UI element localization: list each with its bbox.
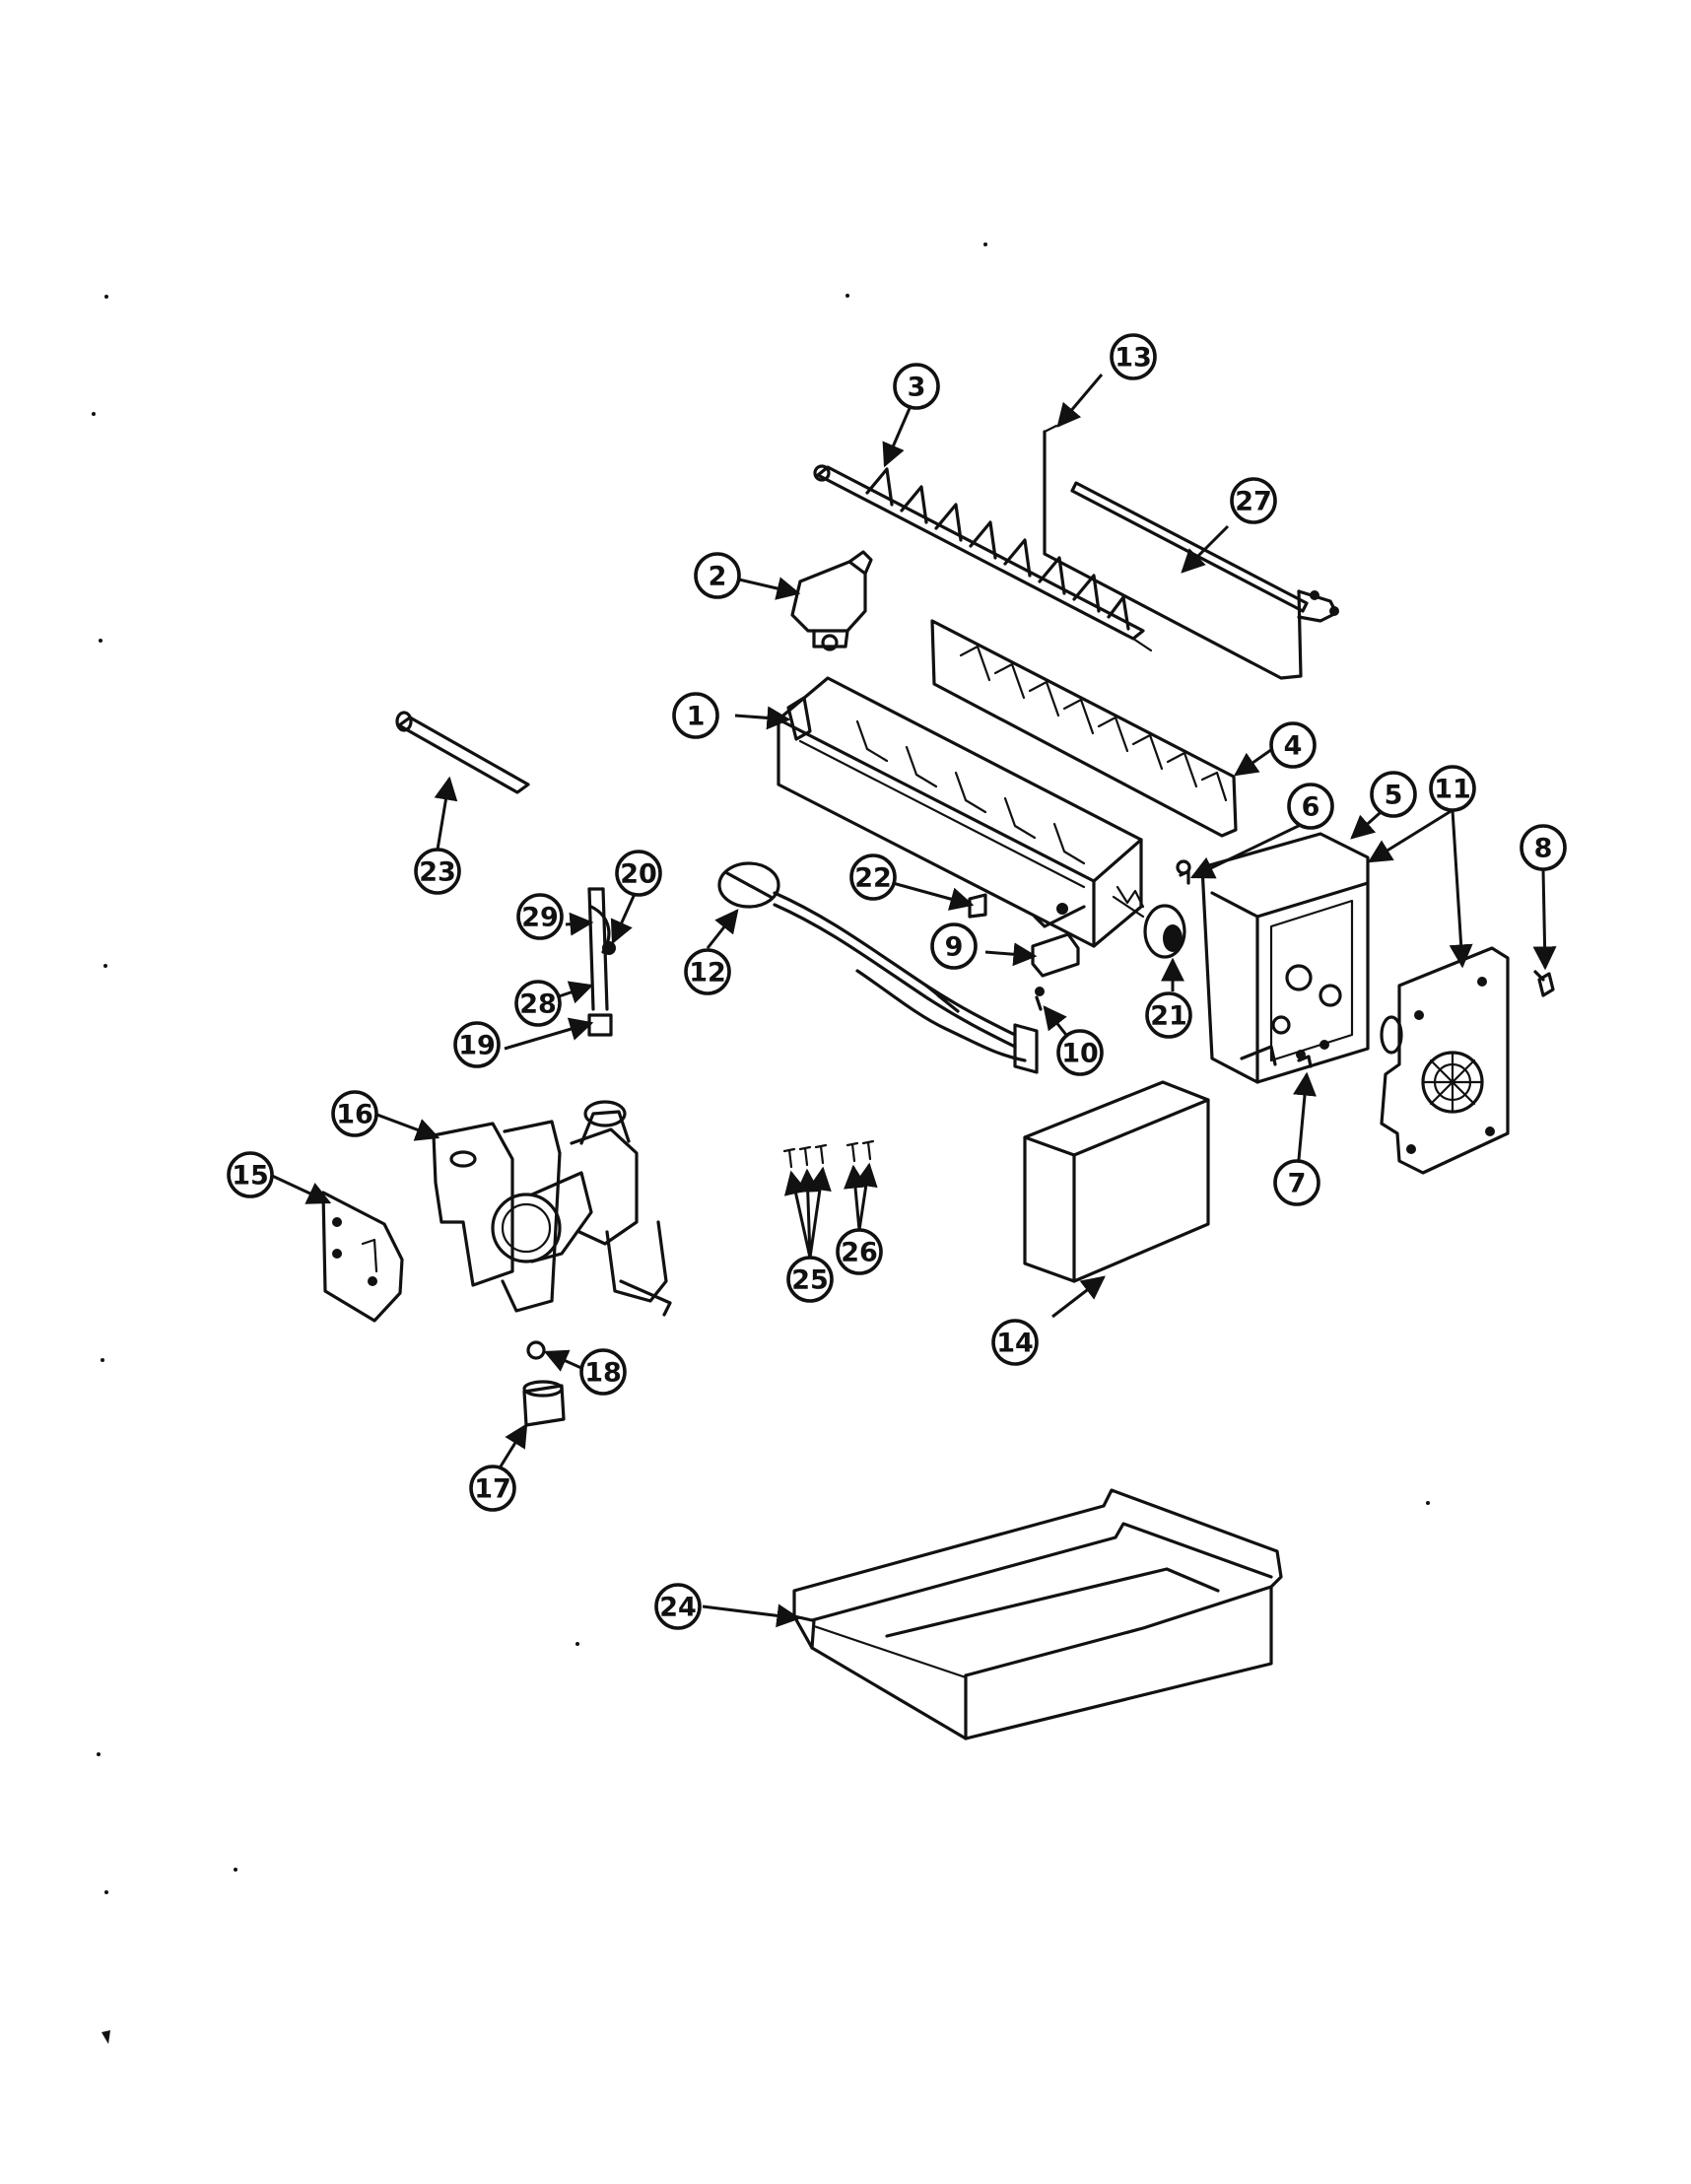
svg-text:3: 3 <box>908 373 926 403</box>
callout-26: 26 <box>836 1228 883 1275</box>
svg-text:24: 24 <box>659 1593 697 1623</box>
wiring-harness <box>717 861 1039 1074</box>
svg-text:10: 10 <box>1061 1039 1099 1069</box>
ice-mold <box>777 676 1143 948</box>
svg-text:15: 15 <box>232 1161 269 1192</box>
water-valve <box>432 1100 672 1317</box>
callout-9: 9 <box>930 922 978 970</box>
drive-gear <box>1112 885 1186 959</box>
callout-8: 8 <box>1520 824 1567 871</box>
control-housing <box>1200 832 1370 1084</box>
svg-text:22: 22 <box>854 863 892 894</box>
callout-27: 27 <box>1230 477 1277 524</box>
svg-text:4: 4 <box>1284 731 1303 762</box>
svg-text:23: 23 <box>419 857 456 888</box>
svg-text:14: 14 <box>996 1329 1034 1359</box>
callout-6: 6 <box>1287 783 1334 830</box>
callout-4: 4 <box>1269 721 1317 769</box>
svg-text:12: 12 <box>689 958 726 989</box>
callout-20: 20 <box>615 850 662 897</box>
callout-11: 11 <box>1429 765 1476 812</box>
svg-text:6: 6 <box>1302 792 1320 823</box>
svg-text:9: 9 <box>945 932 964 963</box>
callout-22: 22 <box>849 853 897 901</box>
callout-15: 15 <box>227 1151 274 1198</box>
svg-text:27: 27 <box>1235 487 1272 517</box>
callout-25: 25 <box>786 1256 834 1303</box>
svg-text:29: 29 <box>521 903 559 933</box>
front-cover <box>1023 1080 1210 1283</box>
svg-text:26: 26 <box>841 1238 878 1268</box>
valve-bracket <box>321 1191 404 1323</box>
screws <box>1296 970 1555 1068</box>
callout-29: 29 <box>516 893 564 940</box>
svg-text:28: 28 <box>519 990 557 1020</box>
callout-21: 21 <box>1145 991 1192 1039</box>
fittings <box>522 1340 566 1427</box>
callout-7: 7 <box>1273 1159 1320 1206</box>
callout-1: 1 <box>672 692 719 739</box>
stripper <box>930 619 1238 838</box>
callout-labels: 1 2 3 4 5 6 7 8 9 10 11 12 13 14 15 16 1… <box>227 333 1567 1630</box>
svg-text:8: 8 <box>1534 834 1553 864</box>
shutoff-arm <box>1043 424 1339 680</box>
callout-13: 13 <box>1110 333 1157 380</box>
svg-text:7: 7 <box>1288 1169 1307 1199</box>
svg-text:17: 17 <box>474 1474 511 1505</box>
inlet-tube <box>587 887 616 1037</box>
svg-text:5: 5 <box>1385 781 1403 811</box>
module-plate <box>1380 946 1510 1175</box>
svg-text:1: 1 <box>687 702 706 732</box>
svg-text:18: 18 <box>584 1358 622 1389</box>
callout-2: 2 <box>694 552 741 599</box>
svg-text:13: 13 <box>1115 343 1152 374</box>
svg-text:20: 20 <box>620 859 657 890</box>
ice-bin <box>792 1488 1283 1740</box>
callout-23: 23 <box>414 848 461 895</box>
callout-19: 19 <box>453 1021 501 1068</box>
svg-text:11: 11 <box>1434 775 1471 805</box>
leader-arrows <box>269 374 1557 1628</box>
fill-cup <box>790 550 873 651</box>
screw-set <box>782 1139 875 1169</box>
callout-12: 12 <box>684 948 731 995</box>
fill-trough-heater <box>395 711 530 794</box>
svg-text:2: 2 <box>709 562 727 592</box>
svg-text:25: 25 <box>791 1265 829 1296</box>
callout-5: 5 <box>1370 771 1417 818</box>
callout-28: 28 <box>514 980 562 1027</box>
scan-specks <box>92 242 1430 2044</box>
callout-17: 17 <box>469 1465 516 1512</box>
callout-10: 10 <box>1056 1029 1104 1076</box>
callout-16: 16 <box>331 1090 378 1137</box>
svg-text:19: 19 <box>458 1031 496 1061</box>
callout-18: 18 <box>579 1348 627 1396</box>
ejector-blade-shaft <box>813 464 1153 652</box>
callout-24: 24 <box>654 1583 702 1630</box>
svg-text:16: 16 <box>336 1100 373 1130</box>
svg-text:21: 21 <box>1150 1001 1187 1032</box>
callout-14: 14 <box>991 1319 1039 1366</box>
callout-3: 3 <box>893 363 940 410</box>
